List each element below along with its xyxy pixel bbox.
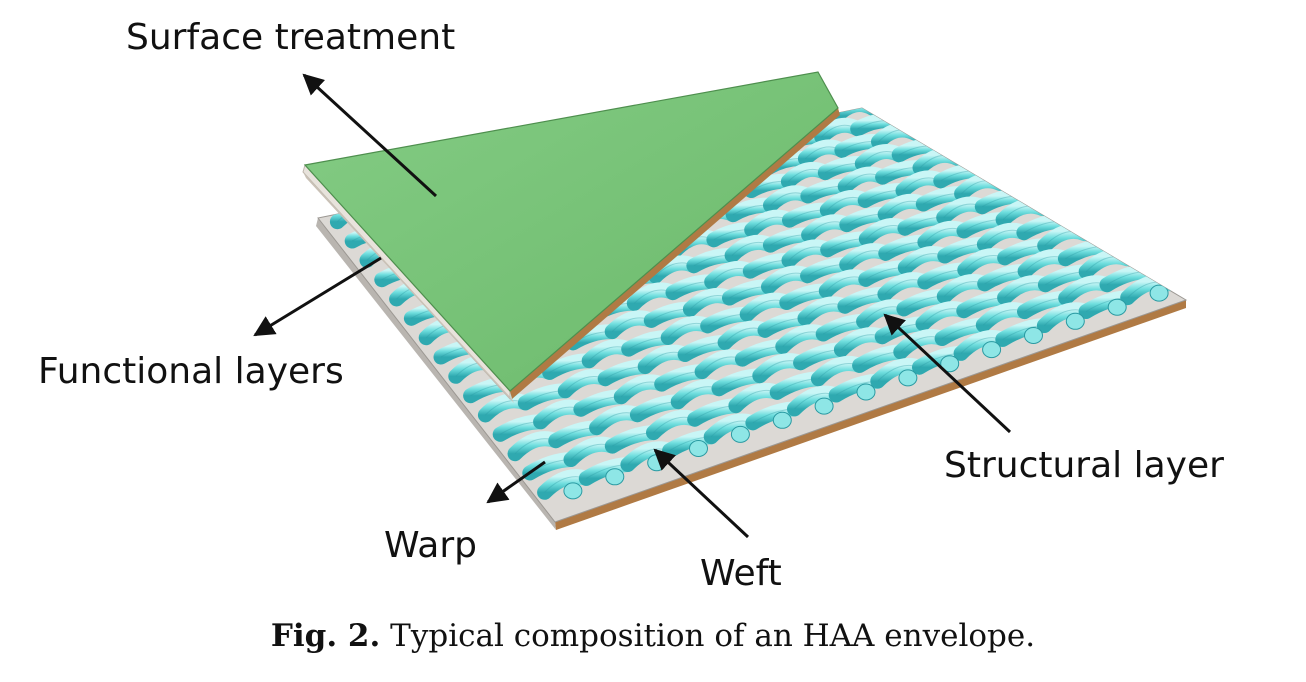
weft-yarn-end	[1149, 284, 1169, 302]
weft-yarn-end	[689, 440, 708, 457]
functional-layers-stack	[302, 108, 840, 403]
yarn-segment	[829, 108, 881, 124]
weft-yarn-end	[1024, 327, 1043, 344]
caption-text: Typical composition of an HAA envelope.	[390, 618, 1036, 654]
surface-treatment-layer	[303, 71, 839, 392]
arrow-functional-layers	[253, 256, 382, 337]
weft-yarn-end	[856, 383, 876, 401]
weft-yarn-end	[605, 468, 625, 486]
weft-yarn-end	[814, 397, 834, 415]
caption-figure-number: Fig. 2.	[270, 618, 381, 654]
label-structural-layer: Structural layer	[944, 445, 1224, 486]
label-surface-treatment: Surface treatment	[126, 17, 456, 58]
weft-yarn-end	[563, 482, 583, 500]
weft-yarn-end	[982, 341, 1002, 359]
weft-yarn-end	[1107, 298, 1127, 316]
leader-arrows	[253, 73, 1012, 539]
label-warp: Warp	[384, 525, 478, 566]
arrow-weft	[653, 448, 750, 539]
label-weft: Weft	[700, 553, 782, 594]
weft-yarn-end	[772, 411, 792, 429]
weft-yarn-end	[940, 355, 960, 373]
yarn-segment-outline	[836, 108, 873, 117]
weft-yarn-end	[1065, 312, 1085, 330]
arrow-surface-treatment	[302, 73, 438, 198]
arrow-structural-layer	[883, 313, 1012, 434]
weft-yarn-end	[730, 425, 750, 443]
label-functional-layers: Functional layers	[38, 351, 344, 392]
figure-caption: Fig. 2. Typical composition of an HAA en…	[0, 618, 1306, 654]
arrow-warp	[486, 460, 546, 504]
weft-yarn-end	[898, 369, 918, 387]
